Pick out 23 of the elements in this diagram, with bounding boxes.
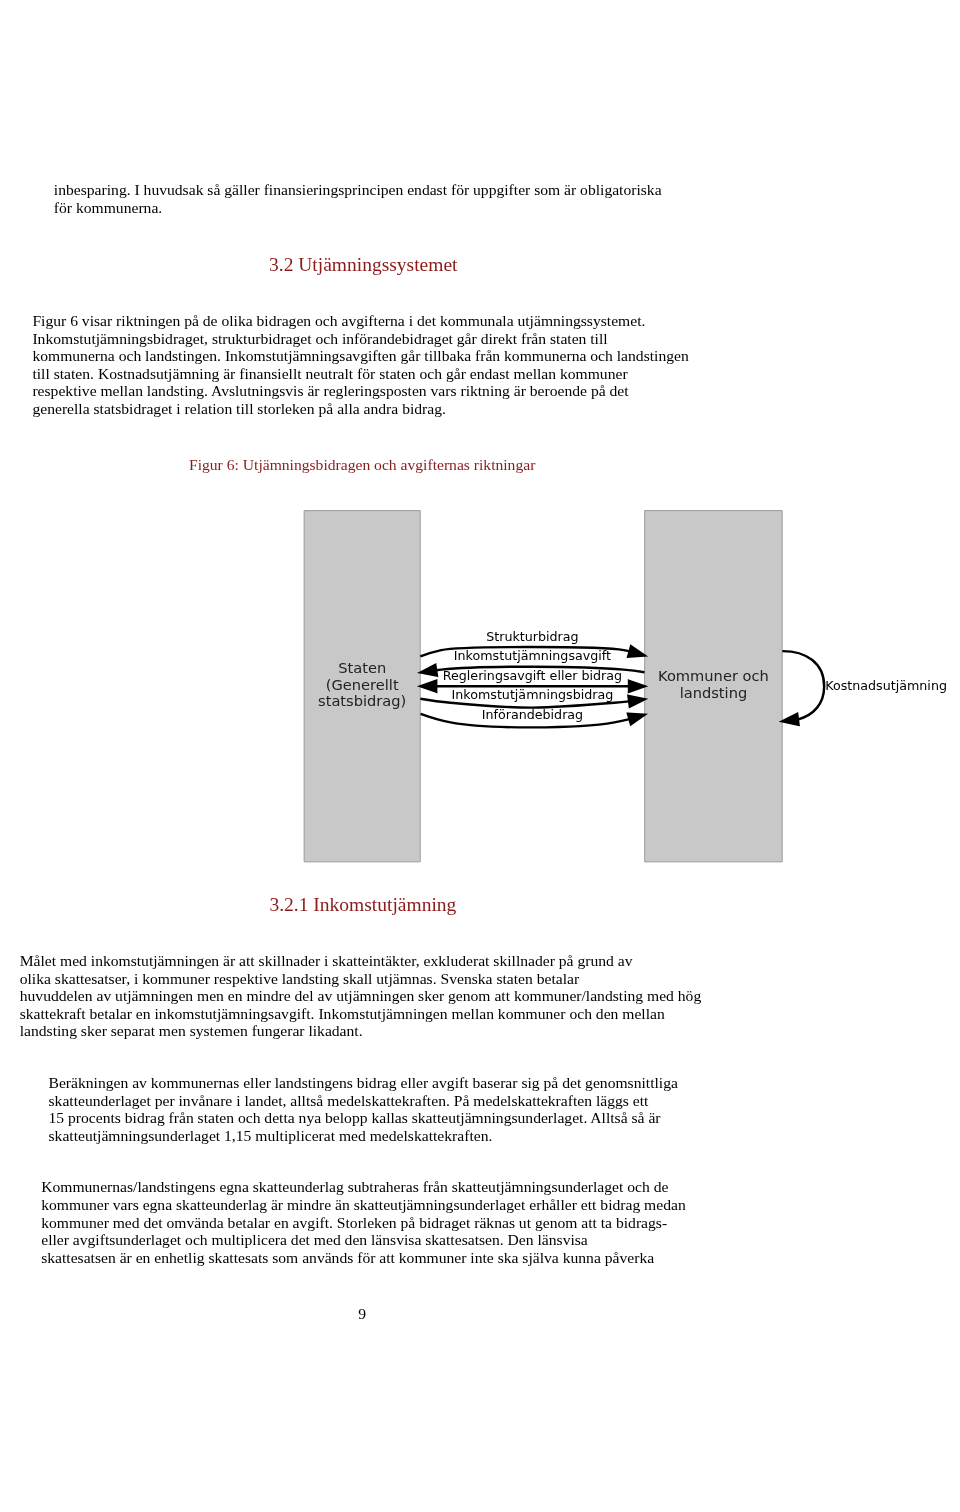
edge-label: Strukturbidrag — [486, 628, 579, 644]
label: Målet med inkomstutjämningen är att skillnader i skatteintäkter, exkluderat skillnader på grund av olika skattesatser, i kommuner respektive landsting skall utjämnas. Svenska staten betalar huvuddelen av utjämningen men en mindre del av utjämningen sker genom att kommuner/landsting med hög skattekraft betalar en inkomstutjämningsavgift. Inkomstutjämningen mellan kommuner och den mellan landsting sker separat men systemen fungerar likadant. — [19, 952, 702, 1040]
arrow — [419, 644, 649, 658]
arrow — [417, 662, 645, 678]
label: 9 — [358, 1305, 367, 1323]
label: inbesparing. I huvudsak så gäller finansieringsprincipen endast för uppgifter som är obligatoriska för kommunerna. — [53, 181, 662, 216]
node-box: Staten (Generellt statsbidrag) — [303, 510, 421, 863]
edge-label: Regleringsavgift eller bidrag — [442, 667, 623, 683]
label: 3.2.1 Inkomstutjämning — [269, 893, 457, 915]
edge-label: Inkomstutjämningsbidrag — [451, 687, 614, 703]
edge-label: Kostnadsutjämning — [825, 677, 947, 693]
label: Beräkningen av kommunernas eller landstingens bidrag eller avgift baserar sig på det genomsnittliga skatteunderlaget per invånare i landet, alltså medelskattekraften. På medelskattekraften läggs ett 15 procents bidrag från staten och detta nya belopp kallas skatteutjämningsunderlaget. Alltså så är skatteutjämningsunderlaget 1,15 multiplicerat med medelskattekraften. — [48, 1074, 678, 1144]
label: Figur 6: Utjämningsbidragen och avgifternas riktningar — [189, 456, 536, 474]
label: Kommunernas/landstingens egna skatteunderlag subtraheras från skatteutjämningsunderlaget och de kommuner vars egna skatteunderlag är mindre än skatteutjämningsunderlaget erhåller ett bidrag medan kommuner med det omvända betalar en avgift. Storleken på bidraget räknas ut genom att ta bidrags- eller avgiftsunderlaget och multiplicera det med den länsvisa skattesatsen. Den länsvisa skattesatsen är en enhetlig skattesats som används för att kommuner inte ska själva kunna påverka — [41, 1178, 686, 1266]
edge-label: Inkomstutjämningsavgift — [453, 648, 612, 664]
label: 3.2 Utjämningssystemet — [269, 253, 458, 275]
label: Figur 6 visar riktningen på de olika bidragen och avgifterna i det kommunala utjämningssystemet. Inkomstutjämningsbidraget, strukturbidraget och införandebidraget går direkt från staten till kommunerna och landstingen. Inkomstutjämningsavgiften går tillbaka från kommunerna och landstingen till staten. Kostnadsutjämning är finansiellt neutralt för staten och går endast mellan kommuner respektive mellan landsting. Avslutningsvis är regleringsposten vars riktning är beroende på det generella statsbidraget i relation till storleken på alla andra bidrag. — [32, 312, 689, 417]
edge-label: Införandebidrag — [481, 706, 584, 722]
arrow — [420, 712, 649, 729]
arrow — [416, 679, 649, 694]
arrow — [778, 649, 826, 727]
arrow — [420, 694, 649, 709]
node-box: Kommuner och landsting — [644, 510, 783, 863]
